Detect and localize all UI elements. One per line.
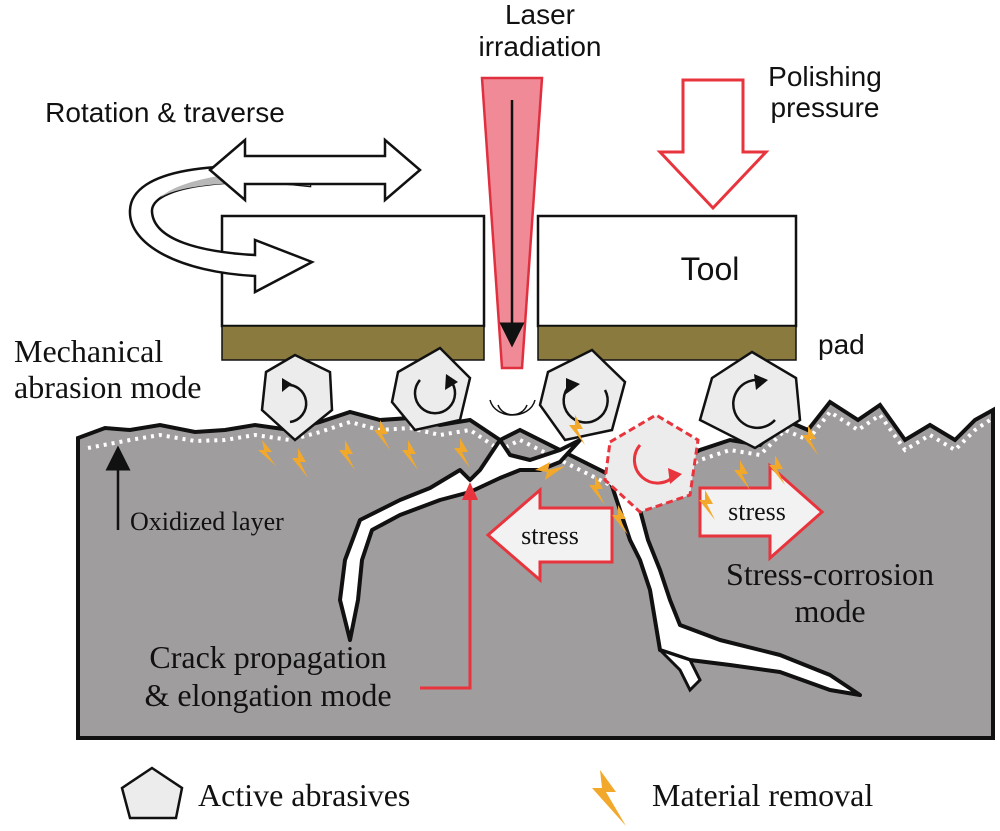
stress-corrosion-label-line1: Stress-corrosion bbox=[726, 556, 934, 592]
tool-label: Tool bbox=[681, 251, 740, 287]
crack-right bbox=[608, 478, 862, 697]
crack-propagation-label-line2: & elongation mode bbox=[144, 677, 391, 713]
crack-pointer-arrowhead bbox=[462, 482, 478, 500]
legend-abrasives-label: Active abrasives bbox=[198, 777, 410, 813]
stress-left-label: stress bbox=[521, 521, 579, 550]
abrasive-1 bbox=[260, 353, 334, 442]
crack-left bbox=[338, 438, 582, 642]
legend-removal-label: Material removal bbox=[652, 777, 873, 813]
legend-spark-icon bbox=[592, 770, 626, 826]
legend-abrasive-icon bbox=[120, 766, 184, 820]
pressure-label-line1: Polishing bbox=[768, 61, 882, 92]
tool-body-right bbox=[536, 214, 798, 328]
mechanical-abrasion-label-line1: Mechanical bbox=[14, 333, 163, 369]
stress-corrosion-label-line2: mode bbox=[794, 593, 865, 629]
oxidized-layer-label: Oxidized layer bbox=[130, 507, 284, 536]
laser-spot bbox=[489, 399, 536, 416]
abrasive-3 bbox=[538, 348, 627, 442]
pressure-label-line2: pressure bbox=[771, 92, 880, 123]
stress-right-arrow bbox=[698, 462, 825, 562]
pad-right bbox=[537, 325, 797, 361]
material-removal-sparks bbox=[258, 415, 818, 535]
pad-label: pad bbox=[818, 329, 865, 360]
abrasive-2 bbox=[390, 346, 472, 432]
traverse-double-arrow bbox=[208, 137, 422, 203]
rotation-curved-arrow bbox=[128, 164, 316, 295]
legend: Active abrasives Material removal bbox=[120, 766, 873, 826]
abrasive-5 bbox=[698, 350, 802, 450]
laser-label-line1: Laser bbox=[505, 0, 575, 30]
stress-right-label: stress bbox=[728, 497, 786, 526]
laser-label-line2: irradiation bbox=[479, 31, 602, 62]
stress-left-arrow bbox=[485, 486, 614, 584]
polishing-pressure-arrow bbox=[656, 78, 770, 211]
crack-pointer-arrow bbox=[420, 490, 472, 690]
crack-propagation-label-line1: Crack propagation bbox=[149, 639, 386, 675]
rotation-traverse-label: Rotation & traverse bbox=[45, 97, 285, 128]
mechanical-abrasion-label-line2: abrasion mode bbox=[14, 369, 202, 405]
abrasive-4-stress-corrosion bbox=[603, 413, 700, 514]
crack-right-branch bbox=[658, 648, 702, 693]
